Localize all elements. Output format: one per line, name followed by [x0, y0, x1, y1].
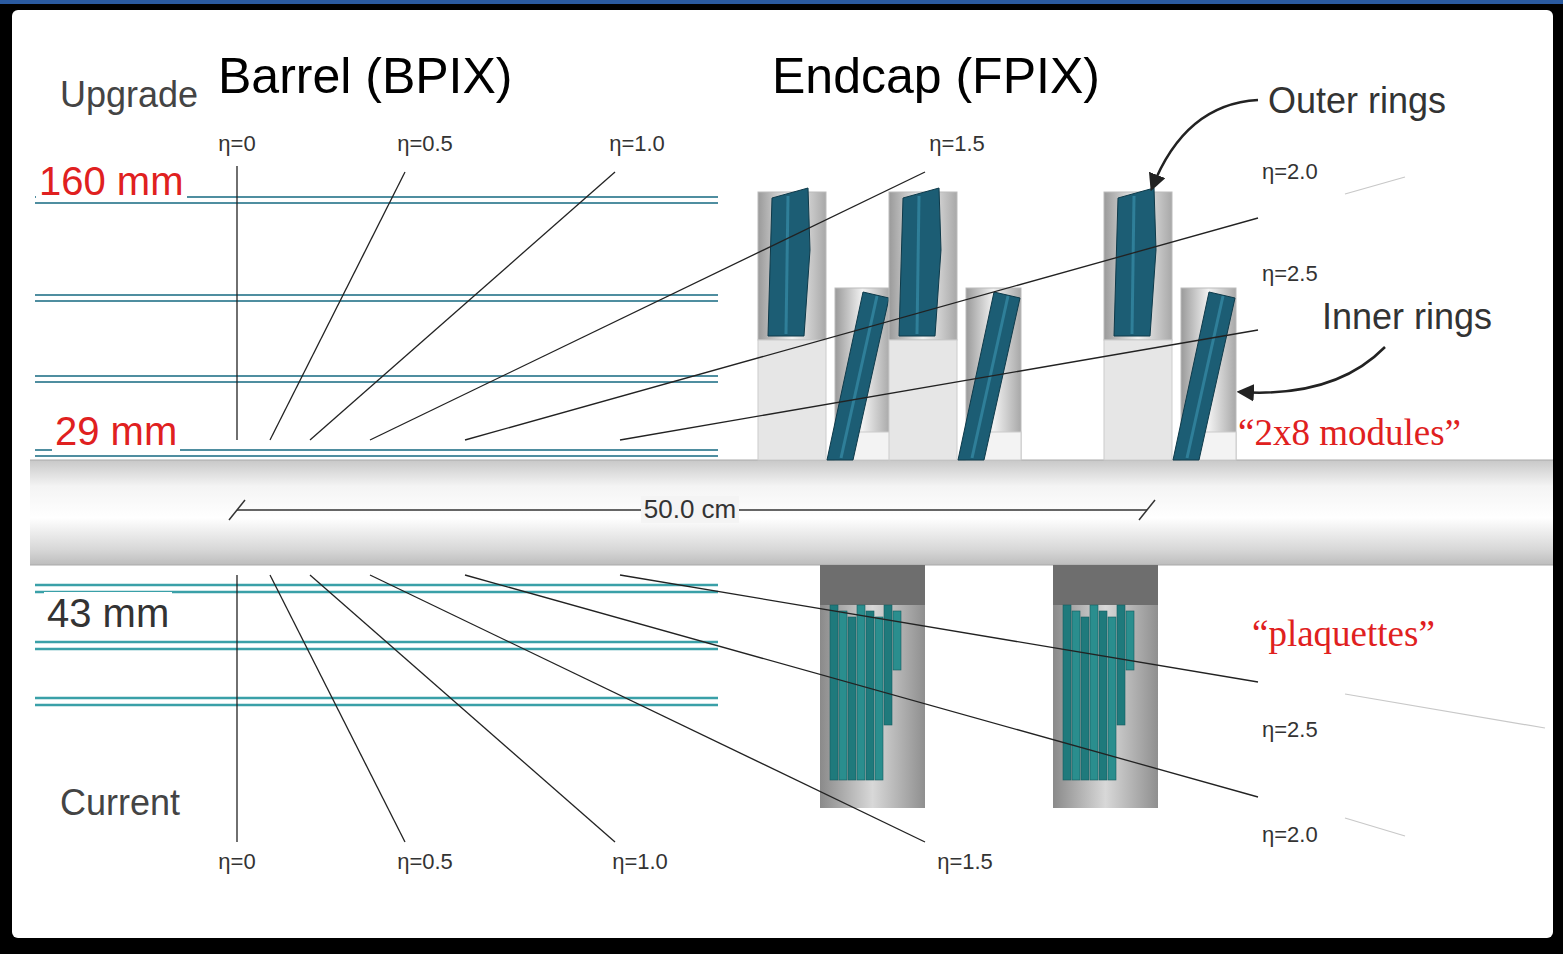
eta-lines — [237, 166, 1258, 842]
upgrade-barrel-layers — [35, 197, 718, 456]
top-rule — [0, 0, 1563, 4]
section-title: Endcap (FPIX) — [772, 50, 1100, 103]
plaquette-blade — [866, 611, 874, 780]
eta-label: η=2.0 — [1262, 823, 1318, 846]
module-edge — [972, 296, 1008, 458]
module-edge — [1132, 196, 1134, 334]
beam-pipe — [30, 460, 1553, 565]
eta-label: η=1.0 — [609, 132, 665, 155]
plaquette-blade — [875, 617, 883, 780]
disk-support — [758, 340, 826, 460]
inner-ring-module — [827, 292, 889, 460]
plaquette-blade — [893, 611, 901, 670]
disk-support — [889, 340, 957, 460]
eta-label: η=2.5 — [1262, 718, 1318, 741]
plaquette-blade — [839, 611, 847, 780]
eta-label: η=2.5 — [1262, 262, 1318, 285]
module-edge — [841, 296, 877, 458]
eta-label: η=2.0 — [1262, 160, 1318, 183]
eta-label: η=0.5 — [397, 850, 453, 873]
inner-ring-module — [1173, 292, 1235, 460]
dimension-label: 29 mm — [52, 410, 180, 452]
outer-ring-module — [768, 188, 810, 336]
plaquette-blade — [1117, 605, 1125, 725]
eta-label: η=0.5 — [397, 132, 453, 155]
current-fpix-disks — [820, 565, 1158, 808]
callout-arrows — [1152, 100, 1385, 393]
ground — [12, 10, 1553, 938]
dimension-label: 50.0 cm — [641, 496, 740, 523]
plaquette-blade — [848, 617, 856, 780]
current-disk-top — [820, 565, 925, 605]
eta-label: η=1.5 — [929, 132, 985, 155]
eta-label: η=0 — [218, 850, 255, 873]
section-title: Barrel (BPIX) — [218, 50, 513, 103]
eta-label: η=0 — [218, 132, 255, 155]
outer-ring-module — [899, 188, 941, 336]
section-label: Upgrade — [60, 76, 198, 114]
plaquette-blade — [857, 605, 865, 780]
eta-label: η=1.5 — [937, 850, 993, 873]
current-disk-top — [1053, 565, 1158, 605]
plaquette-blade — [830, 605, 838, 780]
module-edge — [786, 196, 788, 334]
plaquette-blade — [1090, 605, 1098, 780]
plaquette-blade — [884, 605, 892, 725]
current-barrel-layers — [35, 585, 718, 705]
eta-label: η=1.0 — [612, 850, 668, 873]
section-label: Current — [60, 784, 180, 822]
dimension-label: 160 mm — [36, 160, 187, 202]
annotation: “plaquettes” — [1252, 615, 1435, 654]
plaquette-blade — [1072, 611, 1080, 780]
annotation: “2x8 modules” — [1238, 414, 1461, 453]
plaquette-blade — [1081, 617, 1089, 780]
disk-support — [1104, 340, 1172, 460]
callout-label: Outer rings — [1268, 82, 1446, 120]
callout-label: Inner rings — [1322, 298, 1492, 336]
plaquette-blade — [1063, 605, 1071, 780]
outer-ring-module — [1114, 188, 1156, 336]
current-disk-frame — [1053, 565, 1158, 808]
dimension-label: 43 mm — [44, 592, 172, 634]
module-edge — [1187, 296, 1223, 458]
current-disk-frame — [820, 565, 925, 808]
upgrade-fpix-disks — [758, 188, 1236, 460]
eta-line-extensions — [1345, 177, 1545, 836]
pipe-edge — [30, 565, 1553, 566]
